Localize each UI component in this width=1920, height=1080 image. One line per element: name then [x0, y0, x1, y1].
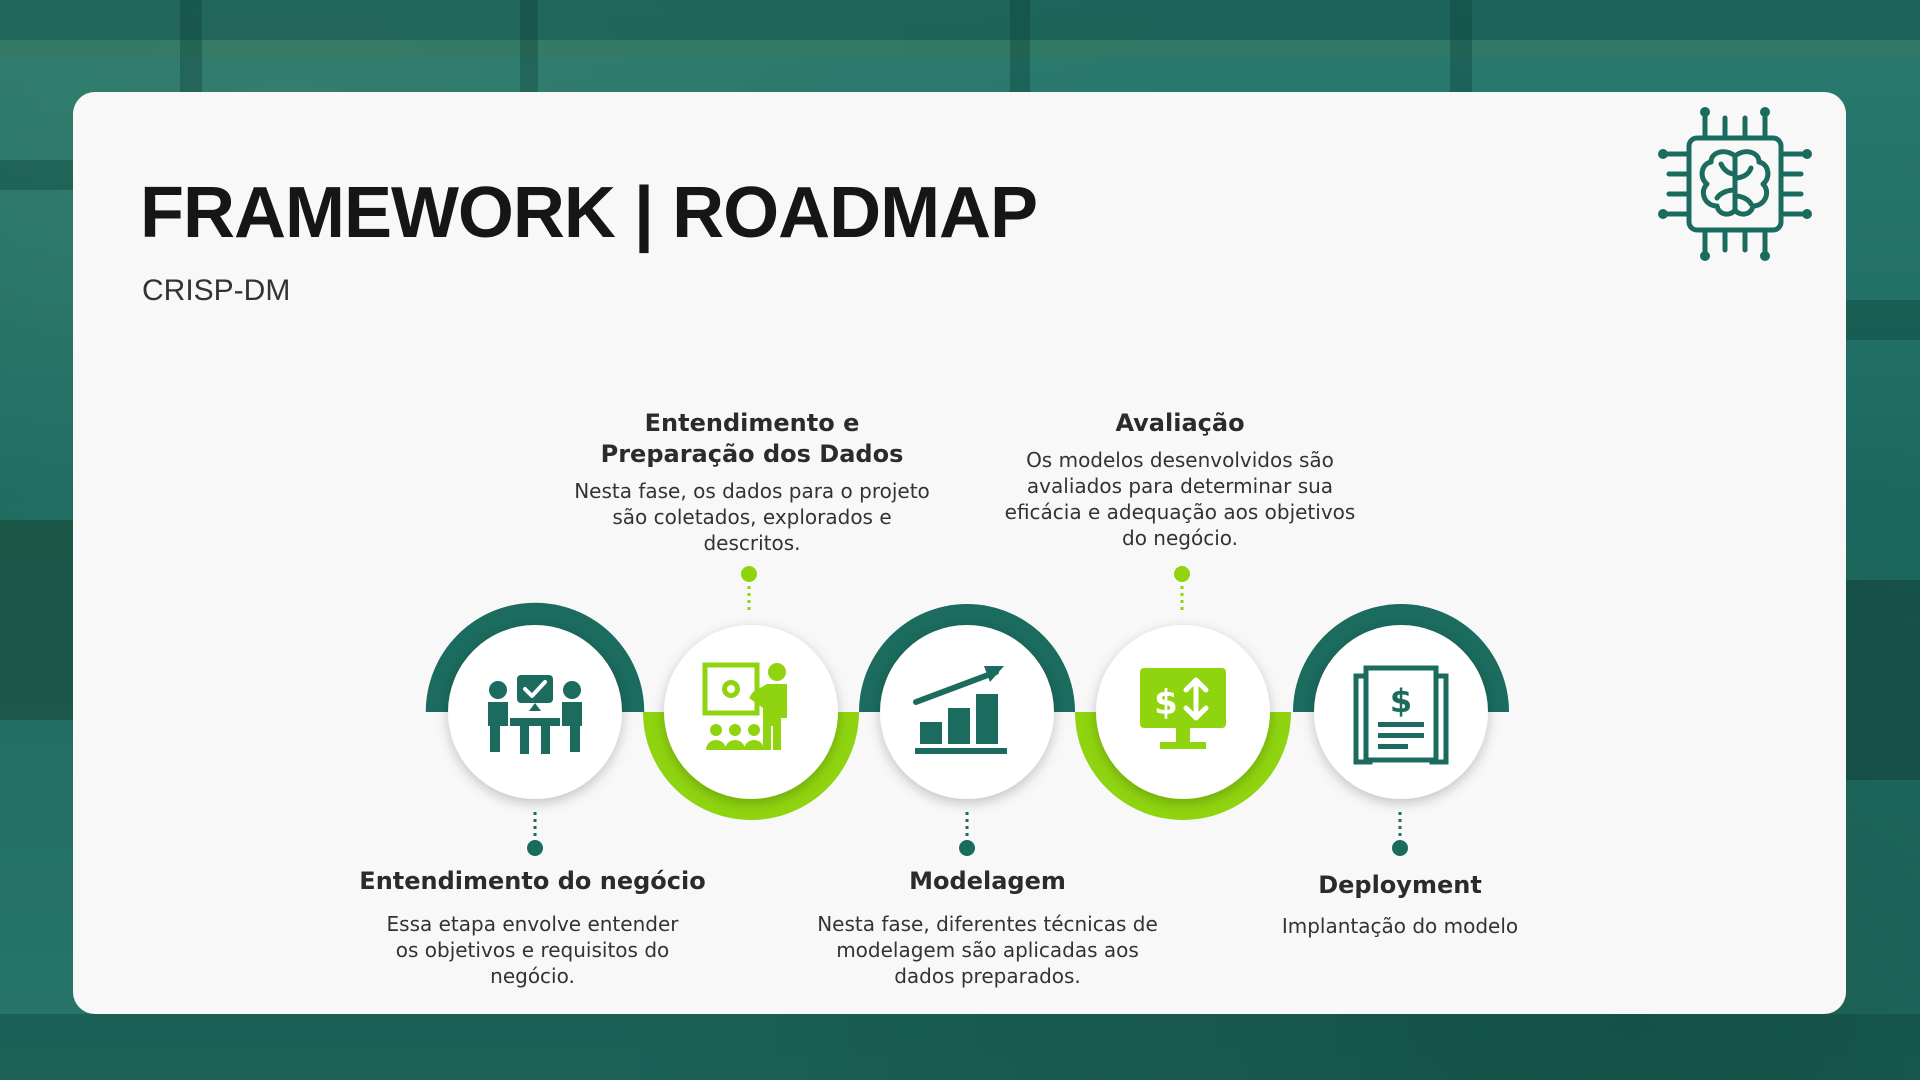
business-meeting-icon [488, 675, 582, 754]
growth-chart-icon [913, 666, 1007, 754]
page-subtitle: CRISP-DM [142, 274, 291, 307]
step-2-title: Entendimento e Preparação dos Dados [600, 409, 904, 468]
step-3-node [859, 604, 1075, 799]
step-3-title: Modelagem [909, 867, 1066, 895]
step-5-node: $ [1293, 604, 1509, 799]
connector-step-5 [1392, 812, 1408, 856]
step-1-description: Essa etapa envolve entender os objetivos… [386, 912, 679, 988]
step-5-description: Implantação do modelo [1281, 914, 1519, 938]
step-4-title: Avaliação [1115, 409, 1245, 437]
step-5-label: Deployment Implantação do modelo [1250, 870, 1550, 939]
step-2-label: Entendimento e Preparação dos Dados Nest… [570, 408, 934, 556]
step-5-title: Deployment [1318, 871, 1482, 899]
monitor-dollar-icon: $ [1140, 668, 1226, 749]
presentation-icon [702, 662, 787, 750]
step-2-description: Nesta fase, os dados para o projeto são … [574, 479, 930, 555]
brain-chip-icon [1658, 107, 1812, 261]
svg-text:$: $ [1154, 683, 1178, 723]
content-card [73, 92, 1846, 1014]
svg-text:$: $ [1390, 682, 1412, 720]
financial-document-icon: $ [1353, 665, 1449, 765]
page-title: FRAMEWORK | ROADMAP [140, 173, 1038, 253]
connector-step-1 [527, 812, 543, 856]
connector-step-2 [741, 566, 757, 612]
step-2-node [643, 625, 859, 820]
connector-step-4 [1174, 566, 1190, 612]
step-4-node: $ [1075, 625, 1291, 820]
step-4-label: Avaliação Os modelos desenvolvidos são a… [995, 408, 1365, 551]
step-1-label: Entendimento do negócio Essa etapa envol… [355, 866, 710, 989]
step-3-label: Modelagem Nesta fase, diferentes técnica… [805, 866, 1170, 989]
step-1-node [425, 602, 645, 799]
step-3-description: Nesta fase, diferentes técnicas de model… [817, 912, 1158, 988]
step-4-description: Os modelos desenvolvidos são avaliados p… [1004, 448, 1356, 550]
step-1-title: Entendimento do negócio [359, 867, 706, 895]
connector-step-3 [959, 812, 975, 856]
